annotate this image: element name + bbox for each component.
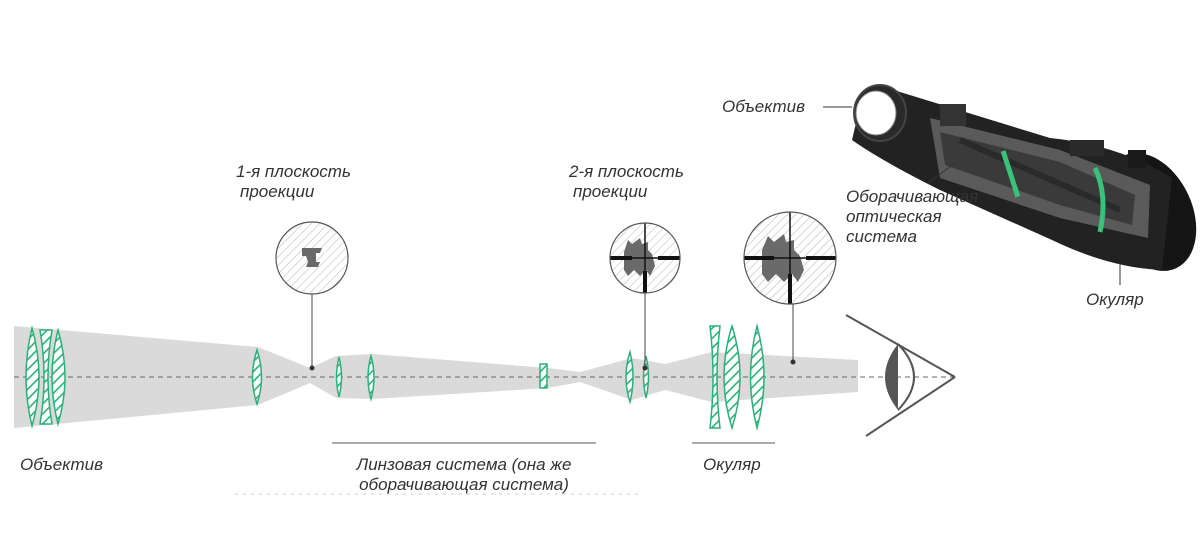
field-lens: [251, 347, 263, 407]
eyepiece-label: Окуляр: [703, 455, 761, 474]
reticle-circle-eyepiece-icon: [743, 211, 837, 305]
reticle-circle-plane2-icon: [609, 222, 681, 294]
lens-system-label-line1: Линзовая система (она же: [356, 455, 572, 474]
scope-erector-label-line2: оптическая: [846, 207, 942, 226]
light-beam: [14, 326, 858, 428]
objective-lens-group: [25, 325, 66, 429]
scope-erector-label-line1: Оборачивающая: [846, 187, 979, 206]
plane2-label-line2: проекции: [573, 182, 648, 201]
reticle-circle-plane1-icon: [275, 221, 349, 295]
eyepiece-lens-group: [709, 323, 765, 431]
eye-icon: [845, 314, 956, 437]
erector-lens-group: [335, 353, 548, 402]
plane1-label: 1-я плоскость проекции: [236, 162, 351, 202]
scope-objective-label: Объектив: [722, 97, 805, 116]
plane1-label-line1: 1-я плоскость: [236, 162, 351, 181]
scope-erector-label: Оборачивающая оптическая система: [846, 187, 978, 247]
deer-target-icon-small: [302, 248, 322, 267]
lens-system-label: Линзовая система (она же оборачивающая с…: [330, 455, 598, 495]
plane2-label-line1: 2-я плоскость: [569, 162, 684, 181]
rifle-scope-icon: [852, 84, 1197, 271]
objective-label: Объектив: [20, 455, 103, 474]
lens-system-label-line2: оборачивающая система): [359, 475, 569, 494]
scope-erector-pointer: [927, 162, 956, 184]
plane2-label: 2-я плоскость проекции: [569, 162, 684, 202]
plane1-label-line2: проекции: [240, 182, 315, 201]
scope-eyepiece-label: Окуляр: [1086, 290, 1144, 309]
deer-target-icon: [624, 238, 655, 276]
scope-erector-label-line3: система: [846, 227, 917, 246]
